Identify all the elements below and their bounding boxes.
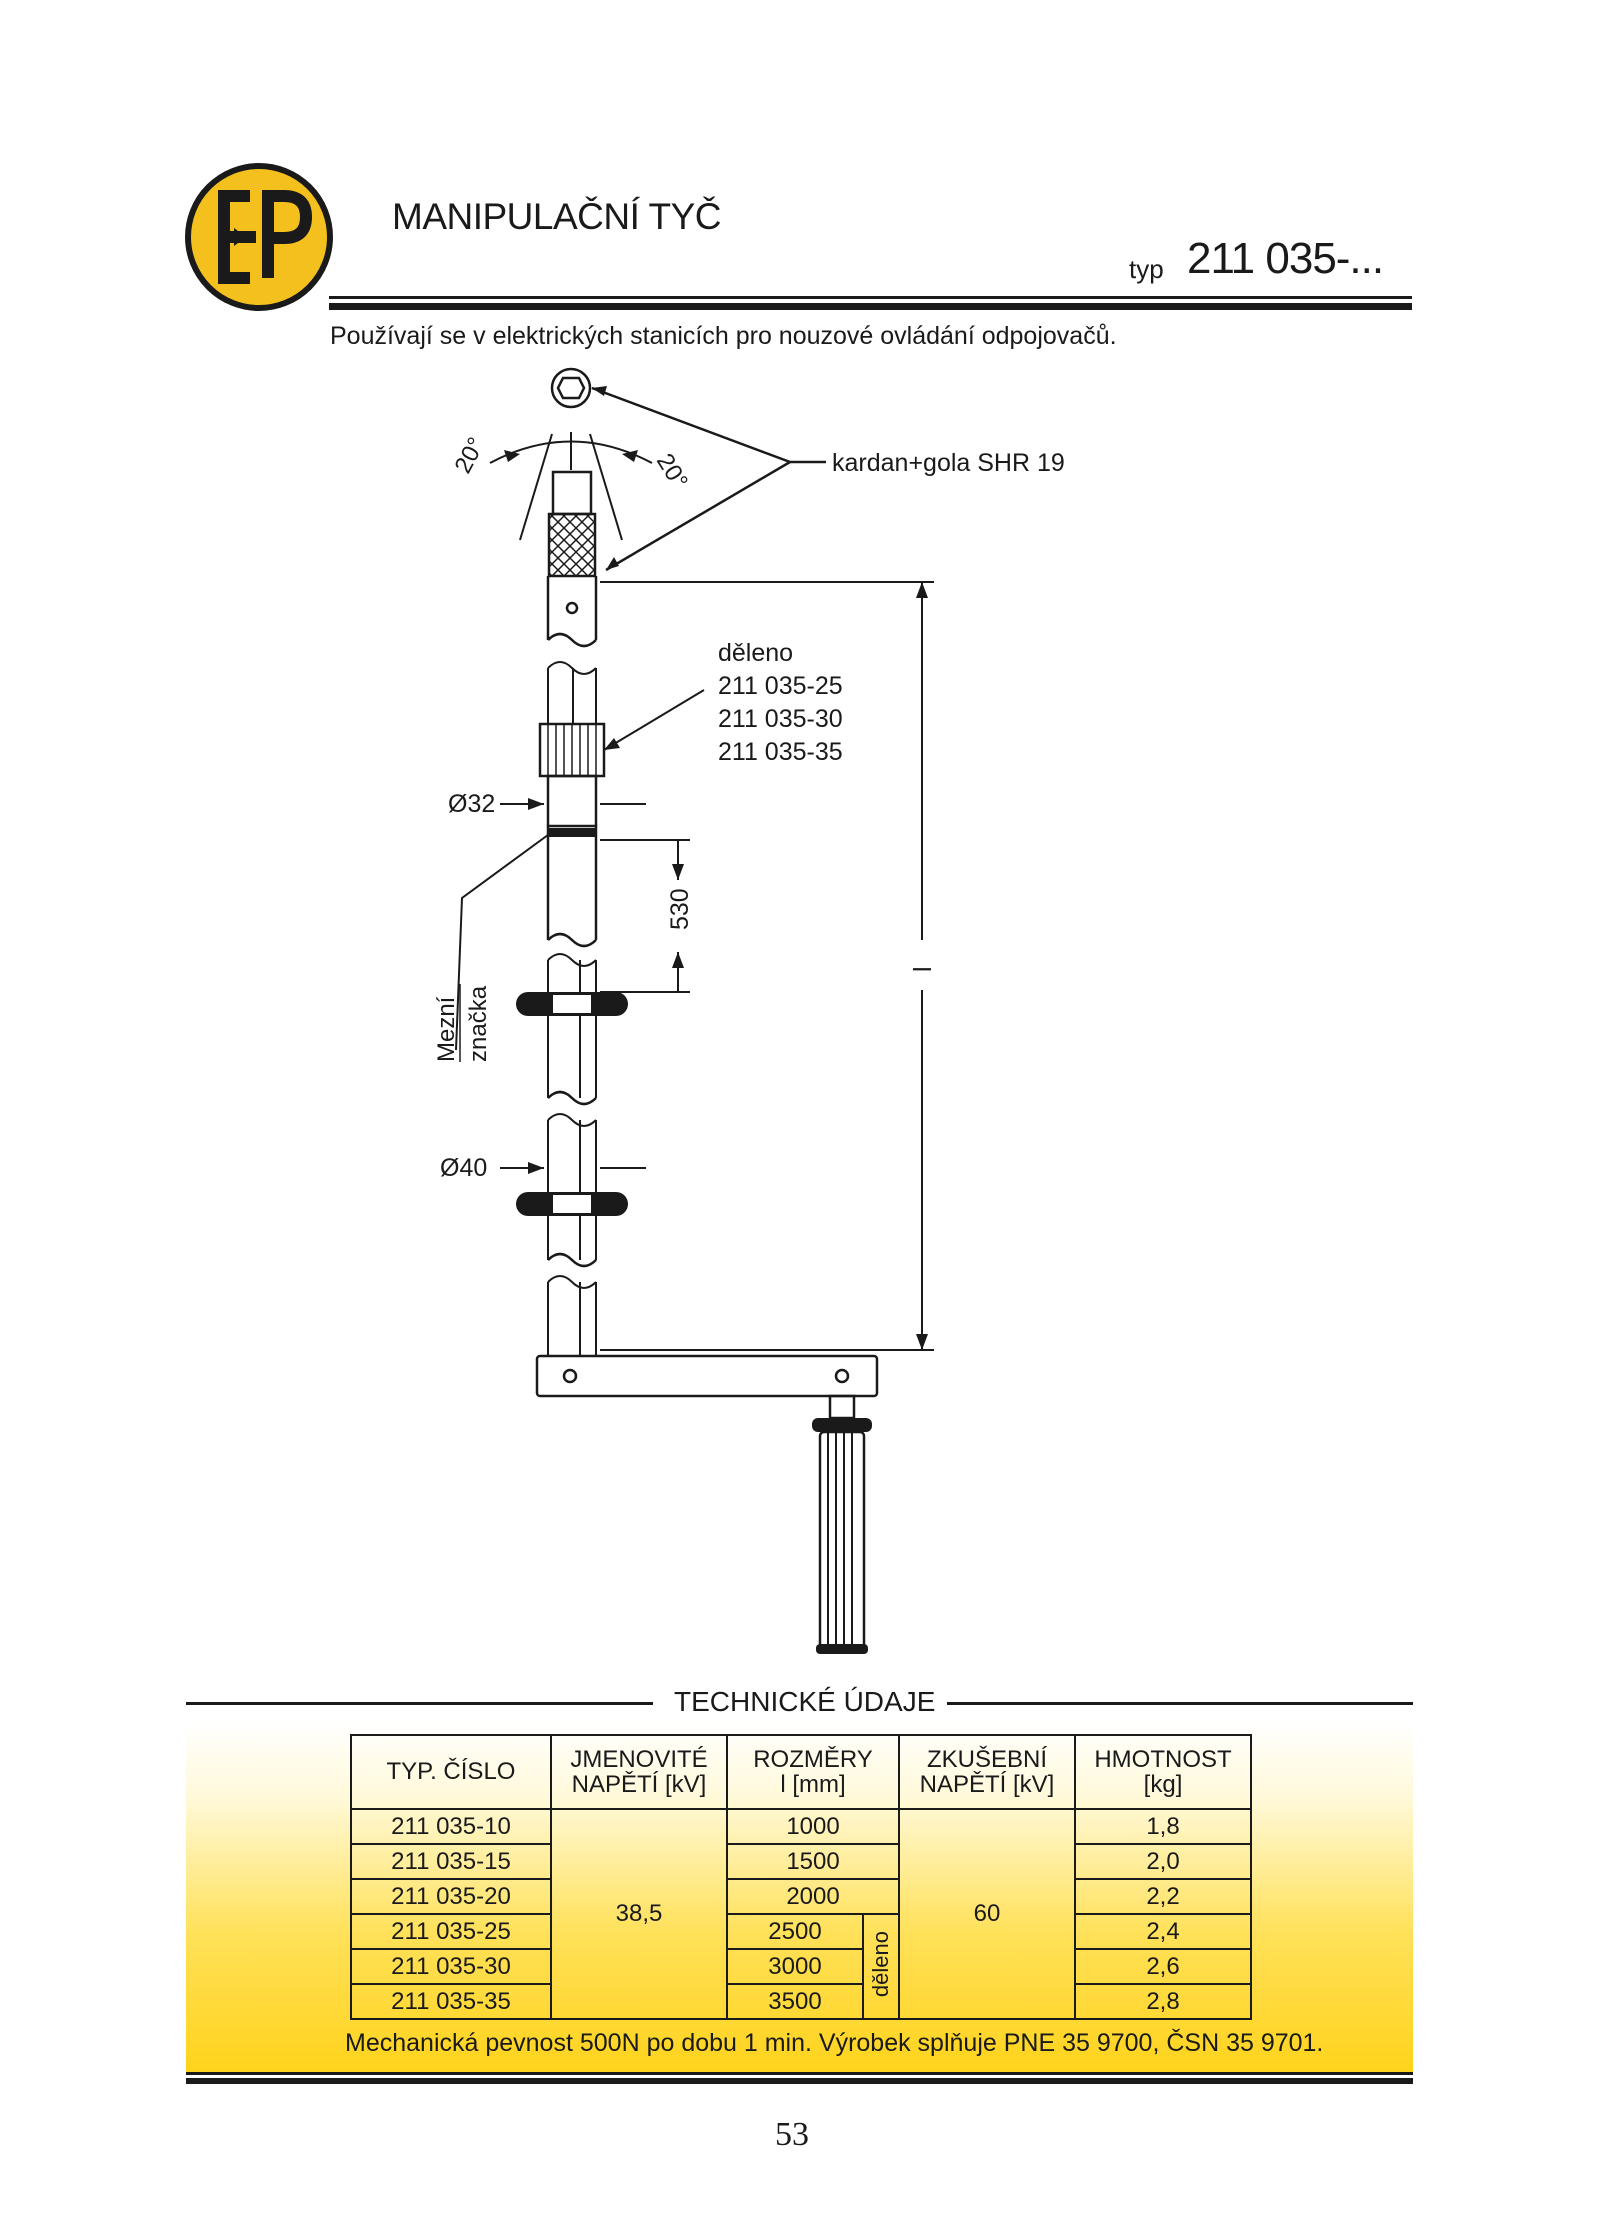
crank-arm <box>535 1354 879 1398</box>
dimension-l-label: l <box>909 966 937 972</box>
square-drive <box>551 470 593 516</box>
divided-item: 211 035-35 <box>718 738 843 766</box>
cell-type: 211 035-30 <box>350 1948 552 1985</box>
cell-type: 211 035-15 <box>350 1843 552 1880</box>
dimension-530-label: 530 <box>666 888 694 930</box>
table-row: 211 035-30 3000 2,6 <box>350 1948 1253 1985</box>
header-type-number: TYP. ČÍSLO <box>350 1734 552 1810</box>
footer-rule-thin <box>186 2072 1413 2075</box>
angle-right-label: 20° <box>651 449 693 494</box>
divided-item: 211 035-30 <box>718 705 843 733</box>
crank-handle <box>818 1430 866 1650</box>
usage-description: Používají se v elektrických stanicích pr… <box>330 322 1117 350</box>
mechanical-strength-note: Mechanická pevnost 500N po dobu 1 min. V… <box>345 2029 1324 2057</box>
cell-test-voltage: 60 <box>898 1808 1077 2020</box>
limit-mark-line1: Mezní <box>433 996 460 1062</box>
cell-length: 2500 <box>726 1913 864 1950</box>
cell-length: 3000 <box>726 1948 864 1985</box>
table-row: 211 035-25 2500 děleno 2,4 <box>350 1913 1253 2020</box>
limit-mark-line2: značka <box>465 985 492 1062</box>
diameter-32-label: Ø32 <box>448 790 495 818</box>
footer-rule-thick <box>186 2078 1413 2084</box>
cell-weight: 1,8 <box>1074 1808 1253 1845</box>
cell-weight: 2,0 <box>1074 1843 1253 1880</box>
ep-logo <box>185 163 333 311</box>
knurled-joint <box>547 512 597 578</box>
cell-rated-voltage: 38,5 <box>550 1808 728 2020</box>
technical-drawing: 20° 20° kardan+gola SHR 19 děleno 211 03… <box>433 367 1065 1654</box>
cell-type: 211 035-25 <box>350 1913 552 1950</box>
type-label: typ <box>1129 254 1164 284</box>
page-title: MANIPULAČNÍ TYČ <box>392 196 722 237</box>
cell-type: 211 035-20 <box>350 1878 552 1915</box>
cell-weight: 2,2 <box>1074 1878 1253 1915</box>
section-rule-left <box>186 1702 653 1705</box>
cell-weight: 2,6 <box>1074 1948 1253 1985</box>
table-row: 211 035-35 3500 2,8 <box>350 1983 1253 2020</box>
cell-type: 211 035-35 <box>350 1983 552 2020</box>
socket-circle-icon <box>550 367 592 409</box>
kardan-label: kardan+gola SHR 19 <box>832 449 1065 477</box>
header-weight: HMOTNOST[kg] <box>1074 1734 1253 1810</box>
divided-item: 211 035-25 <box>718 672 843 700</box>
section-title: TECHNICKÉ ÚDAJE <box>674 1686 936 1717</box>
header-rule-thin <box>329 296 1412 299</box>
diameter-40-label: Ø40 <box>440 1154 487 1182</box>
cell-divided: děleno <box>861 1913 901 2020</box>
page-number: 53 <box>775 2116 809 2153</box>
cell-length: 1500 <box>725 1843 901 1880</box>
hex-socket-icon <box>556 376 586 400</box>
table-row: 211 035-10 38,5 1000 60 1,8 <box>350 1808 1253 2020</box>
cell-length: 2000 <box>725 1878 901 1915</box>
table-row: 211 035-15 1500 2,0 <box>350 1843 1253 1880</box>
cell-weight: 2,8 <box>1074 1983 1253 2020</box>
cell-length: 3500 <box>726 1983 864 2020</box>
cell-weight: 2,4 <box>1074 1913 1253 1950</box>
divided-label: děleno <box>718 639 793 667</box>
angle-left-label: 20° <box>449 433 490 478</box>
cell-length: 1000 <box>725 1808 901 1845</box>
table-row: 211 035-20 2000 2,2 <box>350 1878 1253 1915</box>
type-number: 211 035-... <box>1187 234 1384 283</box>
cell-type: 211 035-10 <box>350 1808 552 1845</box>
section-rule-right <box>947 1702 1413 1705</box>
header-rule-thick <box>329 303 1412 310</box>
